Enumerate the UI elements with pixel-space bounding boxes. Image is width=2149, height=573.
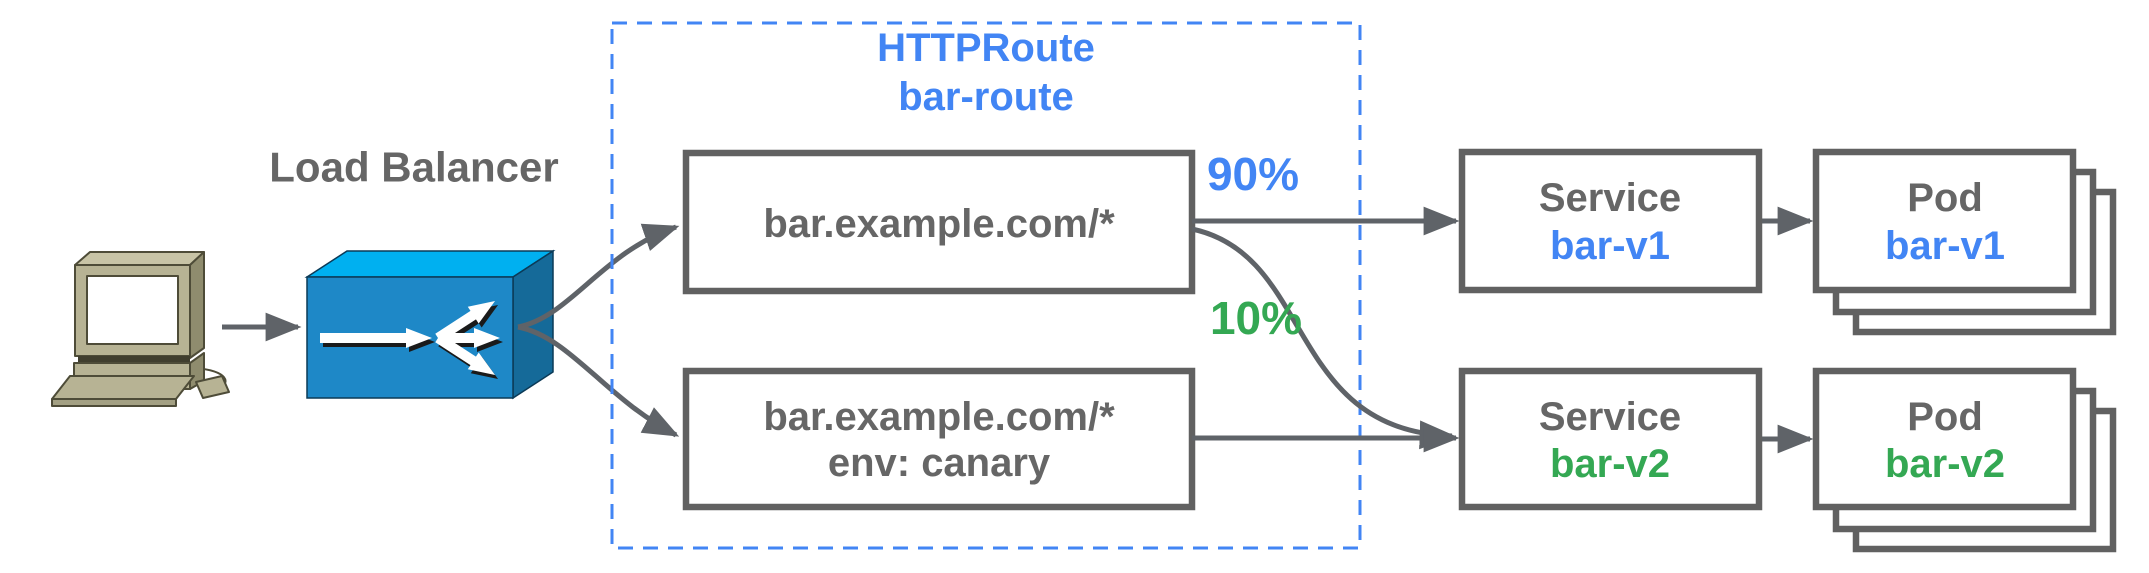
computer-screen bbox=[86, 275, 179, 345]
pod-bar-v2-box bbox=[1812, 367, 2077, 511]
keyboard-edge bbox=[51, 398, 177, 407]
service-2-name-label: bar-v2 bbox=[1550, 442, 1670, 486]
service-1-name-label: bar-v1 bbox=[1550, 224, 1670, 268]
keyboard-top bbox=[51, 375, 195, 400]
weight-10-label: 10% bbox=[1210, 292, 1302, 344]
httproute-kind-label: HTTPRoute bbox=[877, 26, 1095, 70]
mouse-icon bbox=[195, 375, 230, 399]
lb-to-rule1-arrow bbox=[517, 223, 680, 330]
route-rule-2-header-label: env: canary bbox=[828, 441, 1051, 485]
httproute-group-border bbox=[610, 21, 1362, 550]
pod-bar-v1-box bbox=[1812, 148, 2077, 294]
monitor-side-face bbox=[189, 251, 205, 359]
lb-top-face bbox=[304, 250, 556, 278]
pod-2-name-label: bar-v2 bbox=[1885, 442, 2005, 486]
monitor-top-face bbox=[74, 251, 205, 266]
desktop-computer-icon bbox=[51, 251, 230, 407]
service-1-kind-label: Service bbox=[1539, 176, 1681, 220]
route-rule-2-box bbox=[682, 367, 1196, 511]
pod-1-kind-label: Pod bbox=[1907, 176, 1983, 220]
monitor-neck bbox=[78, 356, 190, 363]
pod-2-kind-label: Pod bbox=[1907, 395, 1983, 439]
httproute-name-label: bar-route bbox=[898, 75, 1074, 119]
service-bar-v1-box bbox=[1458, 148, 1763, 294]
lb-fanout-arrows bbox=[320, 300, 503, 380]
service-bar-v2-box bbox=[1458, 367, 1763, 511]
route-rule-1-box bbox=[682, 149, 1196, 295]
lb-to-rule2-arrow bbox=[517, 324, 680, 438]
pod-bar-v2-stack stacked-cards-icon: Pod bar-v2 bbox=[1812, 367, 2117, 553]
route-rule-2-match-label: bar.example.com/* bbox=[763, 395, 1115, 439]
rule1-to-service2-arrow-10pct bbox=[1191, 226, 1456, 450]
load-balancer-3d-box-icon bbox=[304, 249, 556, 400]
service-2-kind-label: Service bbox=[1539, 395, 1681, 439]
pod-1-name-label: bar-v1 bbox=[1885, 224, 2005, 268]
load-balancer-label: Load Balancer bbox=[269, 144, 558, 191]
pod-bar-v1-stack stacked-cards-icon: Pod bar-v1 bbox=[1812, 148, 2117, 336]
route-rule-1-match-label: bar.example.com/* bbox=[763, 202, 1115, 246]
weight-90-label: 90% bbox=[1207, 148, 1299, 200]
